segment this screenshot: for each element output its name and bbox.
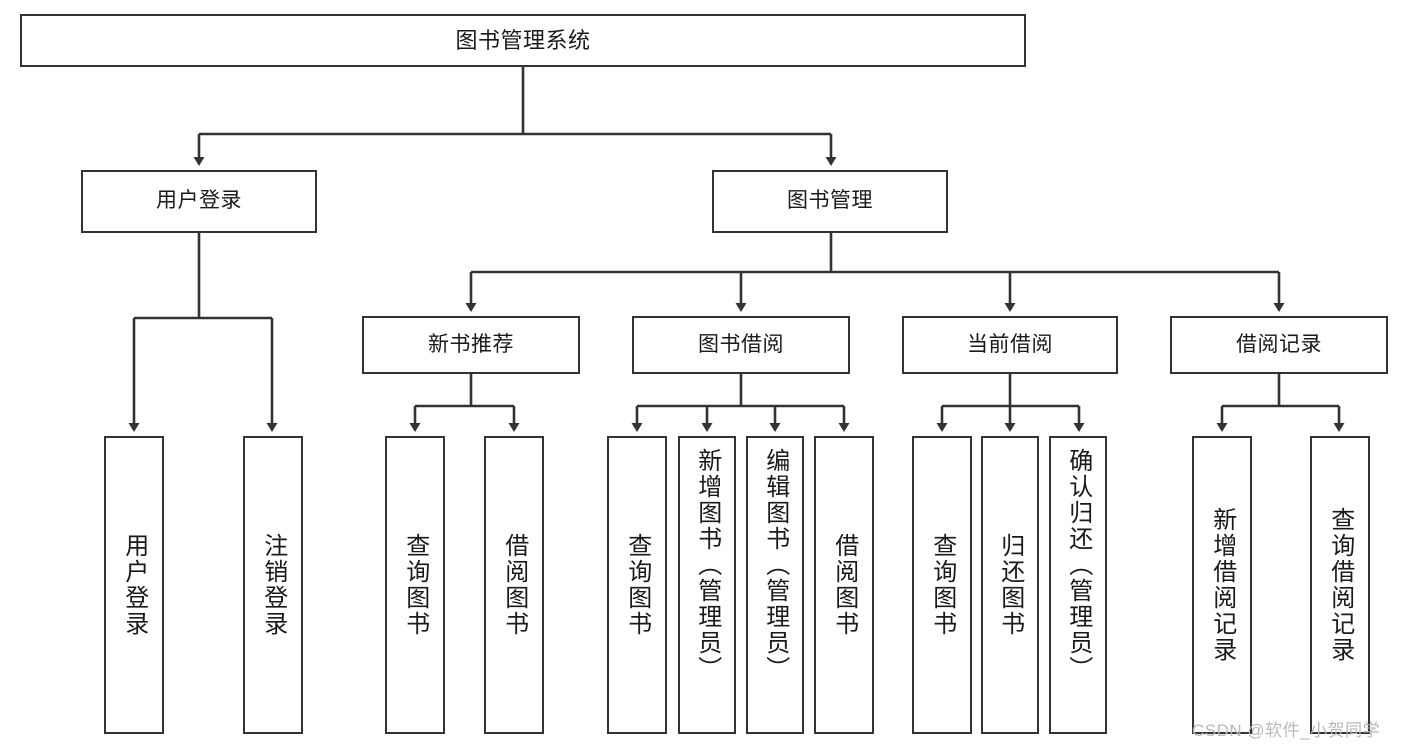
leaf-new-book-borrow-books[interactable]: 借阅图书 (484, 436, 544, 734)
node-label: 图书管理 (787, 189, 873, 213)
leaf-current-borrow-confirm-return-admin[interactable]: 确认归还（管理员） (1049, 436, 1107, 734)
node-label: 用户登录 (120, 533, 148, 637)
node-book-management[interactable]: 图书管理 (712, 170, 948, 233)
leaf-book-borrow-add-book-admin[interactable]: 新增图书（管理员） (678, 436, 736, 734)
leaf-current-borrow-return-books[interactable]: 归还图书 (981, 436, 1039, 734)
leaf-new-book-query-books[interactable]: 查询图书 (385, 436, 445, 734)
node-label: 新增图书（管理员） (693, 448, 721, 682)
node-label: 编辑图书（管理员） (761, 448, 789, 682)
leaf-book-borrow-query-books[interactable]: 查询图书 (607, 436, 667, 734)
leaf-user-login-logout[interactable]: 注销登录 (243, 436, 303, 734)
node-label: 查询图书 (401, 533, 429, 637)
node-label: 借阅图书 (500, 533, 528, 637)
leaf-borrow-record-query-record[interactable]: 查询借阅记录 (1310, 436, 1370, 734)
node-label: 查询图书 (928, 533, 956, 637)
node-label: 当前借阅 (967, 332, 1053, 356)
node-borrow-record[interactable]: 借阅记录 (1170, 316, 1388, 374)
node-label: 借阅图书 (830, 533, 858, 637)
node-label: 图书借阅 (698, 332, 784, 356)
node-label: 新增借阅记录 (1208, 507, 1236, 663)
node-label: 查询图书 (623, 533, 651, 637)
leaf-borrow-record-add-record[interactable]: 新增借阅记录 (1192, 436, 1252, 734)
node-new-book-recommend[interactable]: 新书推荐 (362, 316, 580, 374)
node-label: 新书推荐 (428, 332, 514, 356)
node-label: 用户登录 (156, 189, 242, 213)
node-label: 借阅记录 (1236, 332, 1322, 356)
node-label: 归还图书 (996, 533, 1024, 637)
node-label: 图书管理系统 (455, 27, 591, 53)
node-user-login[interactable]: 用户登录 (81, 170, 317, 233)
node-book-borrow[interactable]: 图书借阅 (632, 316, 850, 374)
leaf-book-borrow-edit-book-admin[interactable]: 编辑图书（管理员） (746, 436, 804, 734)
node-label: 查询借阅记录 (1326, 507, 1354, 663)
node-label: 注销登录 (259, 533, 287, 637)
csdn-watermark: CSDN @软件_小贺同学 (1192, 721, 1381, 740)
node-label: 确认归还（管理员） (1064, 448, 1092, 682)
node-root-book-management-system[interactable]: 图书管理系统 (20, 14, 1026, 67)
leaf-current-borrow-query-books[interactable]: 查询图书 (912, 436, 972, 734)
node-current-borrow[interactable]: 当前借阅 (902, 316, 1118, 374)
leaf-user-login-login[interactable]: 用户登录 (104, 436, 164, 734)
leaf-book-borrow-borrow-books[interactable]: 借阅图书 (814, 436, 874, 734)
